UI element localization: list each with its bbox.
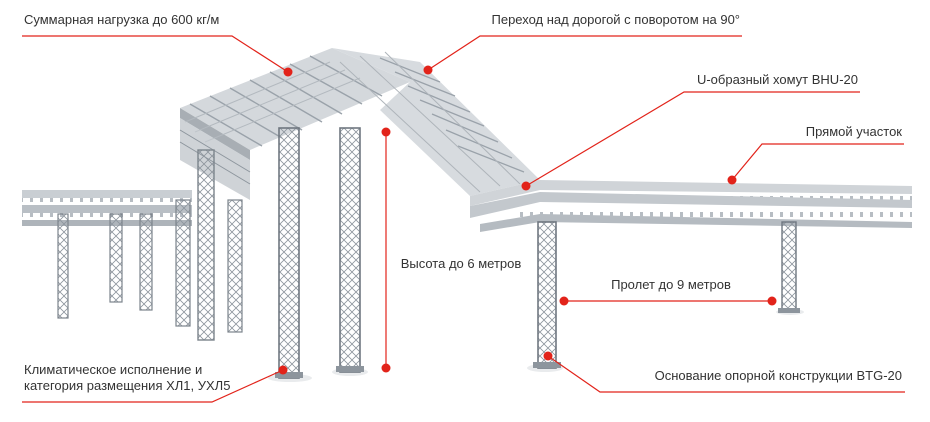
label-road-crossing: Переход над дорогой с поворотом на 90° — [491, 12, 741, 27]
callout-road-crossing — [427, 35, 742, 71]
callout-straight-section — [731, 143, 904, 181]
label-straight-section: Прямой участок — [805, 124, 902, 139]
label-u-clamp: U-образный хомут BHU-20 — [696, 72, 858, 87]
road-crossing-section — [332, 48, 540, 196]
label-span: Пролет до 9 метров — [611, 277, 731, 292]
callout-climate — [22, 369, 284, 403]
callout-base — [547, 355, 905, 393]
tall-columns — [197, 127, 364, 379]
callout-u-clamp — [525, 91, 860, 187]
label-base: Основание опорной конструкции BTG-20 — [654, 368, 902, 383]
callout-lines — [22, 35, 905, 403]
callout-total-load — [22, 35, 289, 73]
right-posts — [533, 221, 800, 369]
background-posts — [57, 199, 243, 333]
label-total-load: Суммарная нагрузка до 600 кг/м — [24, 12, 220, 27]
label-climate-line2: категория размещения ХЛ1, УХЛ5 — [24, 378, 231, 393]
callout-dots — [278, 65, 777, 375]
left-tray-run — [22, 190, 192, 226]
label-climate-line1: Климатическое исполнение и — [24, 362, 203, 377]
right-tray-run — [470, 180, 912, 232]
label-height: Высота до 6 метров — [400, 256, 522, 271]
